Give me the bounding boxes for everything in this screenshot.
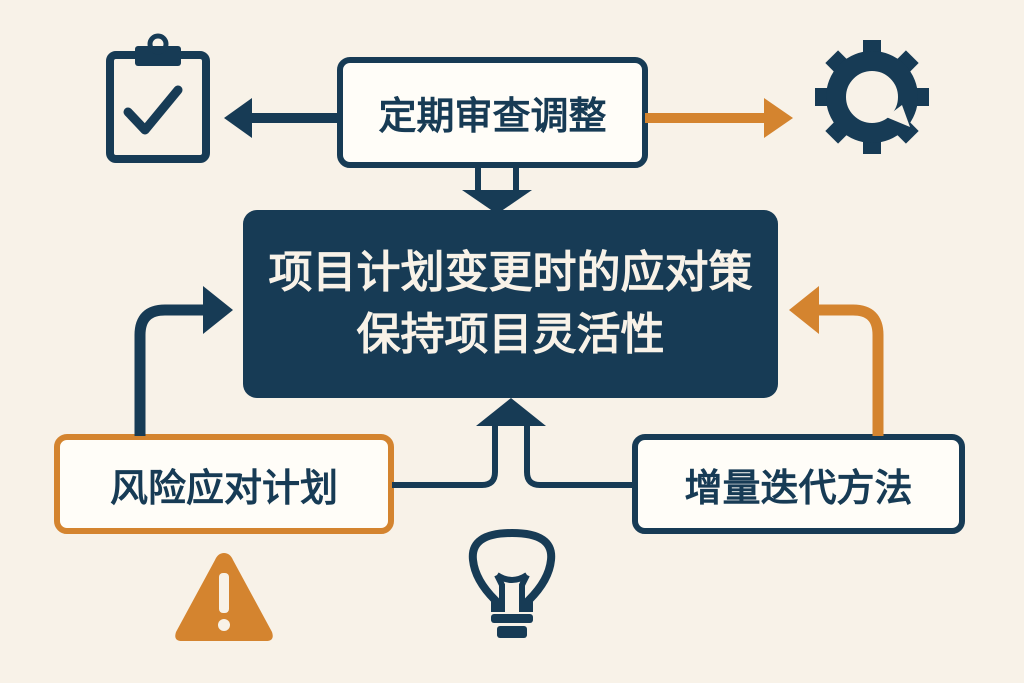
center-title-line1: 项目计划变更时的应对策 xyxy=(268,247,753,298)
arrow-top-to-clipboard xyxy=(224,98,340,138)
arrow-top-to-center xyxy=(462,165,532,214)
lightbulb-icon xyxy=(468,528,556,638)
center-node-box xyxy=(243,210,778,398)
arrow-right-to-center xyxy=(789,286,884,436)
right-node-label: 增量迭代方法 xyxy=(684,465,913,510)
clipboard-check-icon xyxy=(106,33,210,163)
center-title-line2: 保持项目灵活性 xyxy=(356,309,665,360)
arrow-left-to-center xyxy=(134,286,233,436)
arrow-top-to-gear xyxy=(645,98,793,138)
right-node-box xyxy=(632,434,965,534)
left-node-label: 风险应对计划 xyxy=(109,465,338,510)
top-node-box xyxy=(337,57,648,168)
gear-refresh-icon xyxy=(815,40,929,154)
left-node-box xyxy=(54,434,394,534)
center-node: 项目计划变更时的应对策 保持项目灵活性 xyxy=(243,210,778,398)
top-node-label: 定期审查调整 xyxy=(378,94,607,138)
arrow-bottom-to-center xyxy=(392,398,633,488)
warning-icon xyxy=(175,553,273,641)
